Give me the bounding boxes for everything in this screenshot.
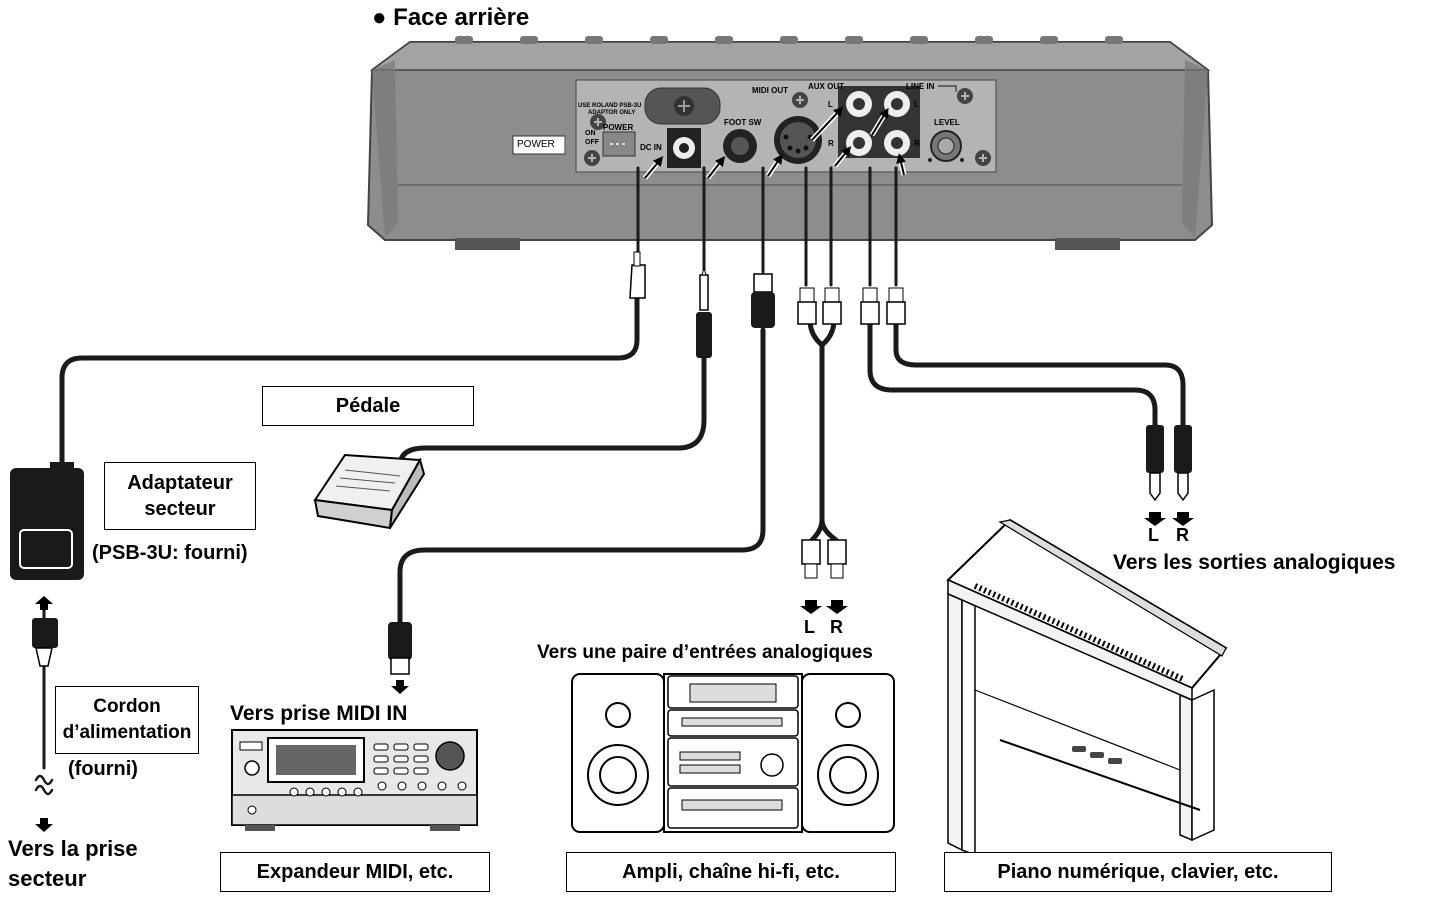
line-r-out: R	[1176, 525, 1189, 545]
bullet-icon: ●	[372, 4, 387, 31]
digital-piano	[946, 518, 1228, 857]
amp-label: Ampli, chaîne hi-fi, etc.	[622, 860, 840, 883]
pedal	[313, 453, 426, 530]
foot-sw-label: FOOT SW	[724, 118, 762, 127]
rear-panel-device	[366, 36, 1214, 250]
analog-out-label: Vers les sorties analogiques	[1113, 551, 1396, 574]
ac-adaptor	[10, 462, 84, 580]
down-arrows	[35, 512, 1194, 832]
title: ● Face arrière	[372, 4, 529, 32]
adaptor-note-2: ADAPTOR ONLY	[588, 110, 636, 116]
level-label: LEVEL	[934, 118, 960, 127]
power-switch-label: POWER	[603, 123, 634, 132]
dc-in-label: DC IN	[640, 143, 662, 152]
line-r-label: R	[914, 139, 920, 148]
hifi-system	[571, 673, 895, 833]
line-l-label: L	[914, 100, 919, 109]
outlet-label: Vers la prise secteur	[8, 834, 138, 894]
midi-expander	[231, 729, 478, 831]
adaptor-label-2: secteur	[144, 498, 216, 520]
midi-out-label: MIDI OUT	[752, 86, 788, 95]
analog-in-label: Vers une paire d’entrées analogiques	[537, 642, 873, 663]
plugs	[32, 251, 1192, 675]
outlet-label-2: secteur	[8, 866, 87, 891]
expander-label-box: Expandeur MIDI, etc.	[220, 852, 490, 892]
pedal-label-box: Pédale	[262, 386, 474, 426]
adaptor-label-1: Adaptateur	[127, 472, 233, 494]
cord-label-1: Cordon	[93, 696, 161, 717]
title-text: Face arrière	[393, 4, 530, 31]
line-l-out: L	[1148, 525, 1159, 545]
aux-l-out: L	[804, 617, 815, 637]
cables	[34, 166, 1186, 796]
aux-r-out: R	[830, 617, 843, 637]
adaptor-label-box: Adaptateur secteur	[104, 462, 256, 530]
cord-supplied: (fourni)	[68, 758, 138, 780]
line-in-label: LINE IN	[906, 82, 935, 91]
adaptor-supplied: (PSB-3U: fourni)	[92, 542, 248, 564]
expander-label: Expandeur MIDI, etc.	[256, 860, 454, 883]
cord-label-2: d’alimentation	[62, 722, 192, 743]
aux-r-label: R	[828, 139, 834, 148]
midi-in-label: Vers prise MIDI IN	[230, 702, 408, 725]
aux-out-label: AUX OUT	[808, 82, 844, 91]
power-label: POWER	[517, 139, 555, 150]
piano-label-box: Piano numérique, clavier, etc.	[944, 852, 1332, 892]
cord-label-box: Cordon d’alimentation	[55, 686, 199, 754]
outlet-label-1: Vers la prise	[8, 836, 138, 861]
connection-arrows	[643, 106, 907, 180]
amp-label-box: Ampli, chaîne hi-fi, etc.	[566, 852, 896, 892]
pedal-label: Pédale	[335, 394, 401, 417]
off-label: OFF	[585, 139, 599, 146]
on-label: ON	[585, 130, 596, 137]
piano-label: Piano numérique, clavier, etc.	[997, 860, 1279, 883]
adaptor-note-1: USE ROLAND PSB-3U	[578, 103, 642, 109]
aux-l-label: L	[828, 100, 833, 109]
